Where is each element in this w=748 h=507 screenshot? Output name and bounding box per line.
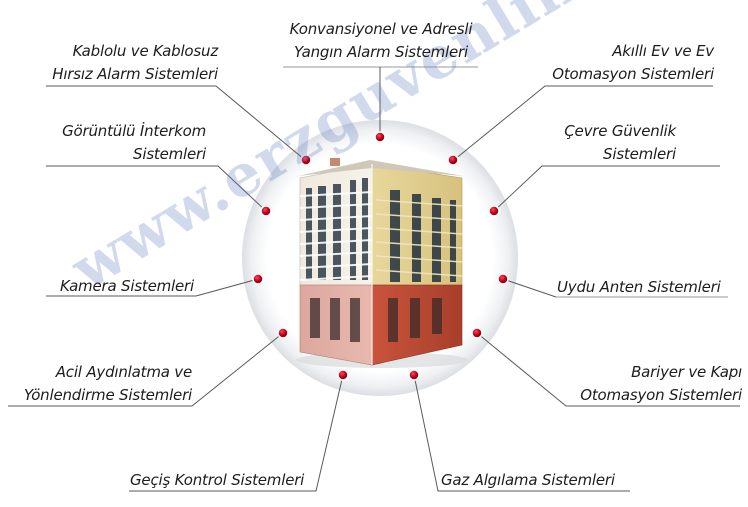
dot-fire-alarm	[374, 131, 386, 143]
label-fire-alarm-line1: Konvansiyonel ve Adresli	[289, 20, 473, 38]
dot-barrier	[471, 327, 483, 339]
dot-perimeter	[488, 205, 500, 217]
label-gas-detection: Gaz Algılama Sistemleri	[441, 469, 637, 492]
label-intercom-line1: Görüntülü İnterkom	[62, 122, 206, 140]
label-burglar-line1: Kablolu ve Kablosuz	[72, 42, 219, 60]
label-barrier-door: Bariyer ve Kapı Otomasyon Sistemleri	[560, 361, 742, 407]
label-intercom: Görüntülü İnterkom Sistemleri	[30, 120, 206, 166]
label-camera-line1: Kamera Sistemleri	[59, 277, 194, 295]
label-smart-home: Akıllı Ev ve Ev Otomasyon Sistemleri	[530, 40, 714, 86]
label-access-line1: Geçiş Kontrol Sistemleri	[130, 471, 305, 489]
label-intercom-line2: Sistemleri	[133, 145, 206, 163]
label-gas-line1: Gaz Algılama Sistemleri	[441, 471, 615, 489]
connector-dots	[252, 131, 509, 381]
dot-gas-detection	[408, 369, 420, 381]
dot-burglar-alarm	[300, 154, 312, 166]
label-perimeter: Çevre Güvenlik Sistemleri	[540, 120, 676, 166]
dot-camera	[252, 273, 264, 285]
label-perimeter-line1: Çevre Güvenlik	[564, 122, 676, 140]
label-smart-home-line1: Akıllı Ev ve Ev	[612, 42, 714, 60]
label-emergency-lighting: Acil Aydınlatma ve Yönlendirme Sistemler…	[6, 361, 192, 407]
label-barrier-line1: Bariyer ve Kapı	[631, 363, 742, 381]
building-illustration	[296, 158, 468, 368]
label-burglar-line2: Hırsız Alarm Sistemleri	[52, 65, 218, 83]
label-smart-home-line2: Otomasyon Sistemleri	[552, 65, 714, 83]
label-burglar-alarm: Kablolu ve Kablosuz Hırsız Alarm Sisteml…	[40, 40, 218, 86]
dot-satellite	[497, 273, 509, 285]
label-emergency-line2: Yönlendirme Sistemleri	[23, 386, 192, 404]
dot-smart-home	[447, 154, 459, 166]
dot-access-control	[337, 369, 349, 381]
label-fire-alarm: Konvansiyonel ve Adresli Yangın Alarm Si…	[283, 18, 479, 64]
label-satellite-line1: Uydu Anten Sistemleri	[557, 278, 721, 296]
dot-emergency	[277, 327, 289, 339]
label-camera: Kamera Sistemleri	[40, 275, 194, 298]
dot-intercom	[260, 205, 272, 217]
label-fire-alarm-line2: Yangın Alarm Sistemleri	[294, 43, 468, 61]
label-access-control: Geçiş Kontrol Sistemleri	[130, 469, 320, 492]
label-satellite: Uydu Anten Sistemleri	[557, 276, 737, 299]
label-emergency-line1: Acil Aydınlatma ve	[55, 363, 192, 381]
label-barrier-line2: Otomasyon Sistemleri	[580, 386, 742, 404]
label-perimeter-line2: Sistemleri	[603, 145, 676, 163]
connector-lines	[8, 66, 740, 492]
